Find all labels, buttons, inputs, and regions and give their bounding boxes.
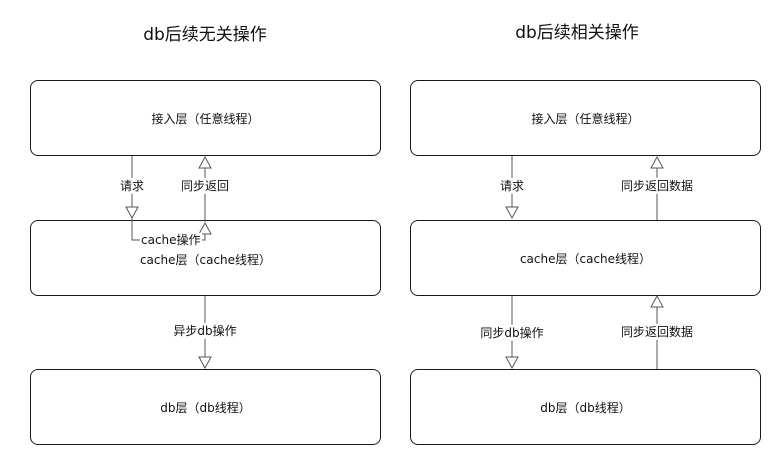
right-db-layer-label: db层（db线程） (540, 400, 631, 415)
right-cache-layer-box: cache层（cache线程） (410, 220, 761, 296)
left-async-db-arrow-head (198, 356, 212, 370)
right-cache-layer-label: cache层（cache线程） (519, 251, 652, 266)
right-sync-db-arrow-head (505, 356, 519, 370)
left-cache-layer-label: cache层（cache线程） (139, 252, 272, 267)
right-db-layer-box: db层（db线程） (410, 369, 761, 445)
left-sync-return-arrow-head (198, 155, 212, 169)
left-db-layer-box: db层（db线程） (30, 369, 381, 445)
left-diagram-title: db后续无关操作 (143, 25, 267, 45)
left-access-layer-label: 接入层（任意线程） (151, 111, 260, 126)
left-sync-return-label: 同步返回 (178, 177, 232, 195)
right-access-layer-box: 接入层（任意线程） (410, 80, 761, 156)
left-request-arrow-head (125, 206, 139, 220)
right-request-arrow-head (505, 206, 519, 220)
right-sync-return-top-arrow-head (650, 155, 664, 169)
left-cache-layer-box: cache层（cache线程） (30, 220, 381, 296)
left-request-label: 请求 (117, 177, 147, 195)
right-sync-return-bottom-arrow-head (650, 294, 664, 308)
left-db-layer-label: db层（db线程） (160, 400, 251, 415)
left-cache-op-label: cache操作 (140, 232, 202, 248)
right-request-label: 请求 (497, 177, 527, 195)
right-sync-db-label: 同步db操作 (478, 324, 546, 342)
right-sync-return-data-top-label: 同步返回数据 (618, 177, 696, 195)
right-access-layer-label: 接入层（任意线程） (531, 111, 640, 126)
right-sync-return-data-bottom-label: 同步返回数据 (618, 323, 696, 341)
left-access-layer-box: 接入层（任意线程） (30, 80, 381, 156)
right-diagram-title: db后续相关操作 (515, 23, 639, 43)
left-async-db-label: 异步db操作 (171, 322, 239, 340)
